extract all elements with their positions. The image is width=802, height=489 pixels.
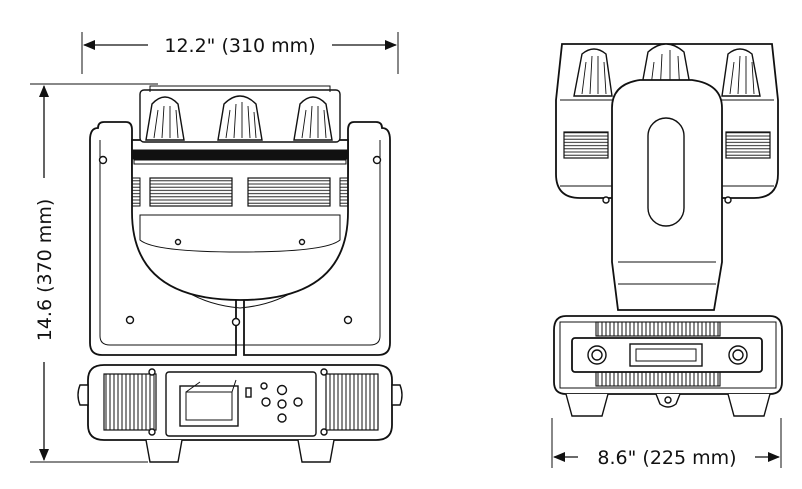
side-vent-left xyxy=(563,131,609,159)
height-dimension: 14.6 (370 mm) xyxy=(30,83,158,463)
side-foot-left xyxy=(565,393,609,417)
lens-center xyxy=(217,95,263,141)
front-vent-right xyxy=(247,177,331,207)
depth-label: 8.6" (225 mm) xyxy=(597,447,736,469)
side-yoke-slot xyxy=(647,117,685,227)
front-foot-left xyxy=(145,439,183,463)
connector-left xyxy=(587,345,607,365)
side-lens-left xyxy=(573,48,613,97)
lens-left xyxy=(145,96,185,141)
display-screen xyxy=(179,385,239,427)
yoke-inner-outline xyxy=(99,140,381,346)
head-top-rim xyxy=(149,85,331,92)
head-lower-panel xyxy=(139,214,341,253)
base-grille-left xyxy=(103,373,157,431)
side-vent-right xyxy=(725,131,771,159)
side-base-grille-top xyxy=(595,321,721,337)
width-dimension: 12.2" (310 mm) xyxy=(81,32,399,74)
side-yoke-seams xyxy=(618,261,716,285)
front-vent-left xyxy=(149,177,233,207)
base-handle-right xyxy=(391,384,403,406)
side-base-grille-bottom xyxy=(595,371,721,387)
head-collar-band xyxy=(131,149,349,160)
side-lens-right xyxy=(721,48,761,97)
front-base xyxy=(77,364,403,441)
width-label: 12.2" (310 mm) xyxy=(164,35,315,57)
side-view xyxy=(553,43,783,417)
panel-switch xyxy=(245,387,252,398)
base-grille-right xyxy=(325,373,379,431)
side-base xyxy=(553,315,783,408)
screws xyxy=(98,155,382,327)
connector-plate xyxy=(629,343,703,367)
panel-buttons xyxy=(260,382,303,423)
depth-dimension: 8.6" (225 mm) xyxy=(551,418,782,469)
lens-right xyxy=(293,96,333,141)
side-foot-right xyxy=(727,393,771,417)
front-foot-right xyxy=(297,439,335,463)
connector-right xyxy=(728,345,748,365)
height-label: 14.6 (370 mm) xyxy=(34,199,56,342)
front-view xyxy=(77,85,403,463)
base-handle-left xyxy=(77,384,89,406)
